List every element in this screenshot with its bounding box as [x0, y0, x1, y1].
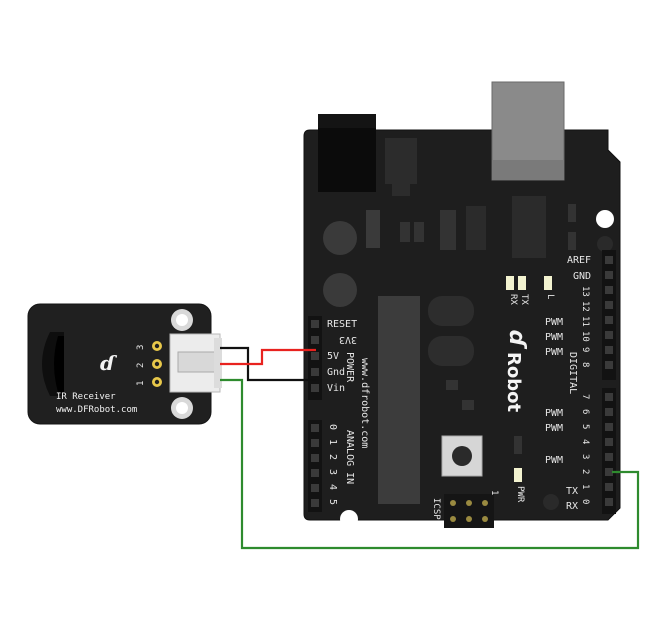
label-analog-5: 5 — [327, 499, 338, 505]
label-d1: 1 — [580, 484, 590, 489]
label-pwm-9: PWM — [545, 347, 563, 358]
label-pwm-11: PWM — [545, 317, 563, 328]
capacitor — [323, 221, 357, 255]
voltage-regulator — [385, 138, 417, 184]
label-gnd-digital: GND — [573, 271, 591, 282]
led-l — [544, 276, 552, 290]
label-pwm-5: PWM — [545, 423, 563, 434]
label-icsp-pin1: 1 — [489, 490, 499, 495]
arduino-board: RESET 3V3 5V Gnd Vin POWER ANALOG IN 0 1… — [303, 81, 621, 528]
label-d13: 13 — [580, 286, 590, 297]
label-analog-3: 3 — [327, 469, 338, 475]
ir-receiver-module: 3 2 1 ɗ IR Receiver www.DFRobot.com — [27, 303, 222, 425]
label-analog-2: 2 — [327, 454, 338, 460]
label-reset: RESET — [327, 319, 357, 330]
board-brand: Robot — [503, 352, 524, 412]
svg-text:ɗ: ɗ — [504, 330, 529, 350]
label-vin: Vin — [327, 383, 345, 394]
label-d11: 11 — [580, 316, 590, 327]
label-pwm-3: PWM — [545, 455, 563, 466]
icsp-header — [444, 494, 494, 528]
label-icsp: ICSP — [431, 498, 441, 520]
label-5v: 5V — [327, 351, 339, 362]
module-logo-icon: ɗ — [99, 351, 118, 375]
mounting-hole — [596, 210, 614, 228]
label-analog-1: 1 — [327, 439, 338, 445]
label-led-l: L — [545, 294, 555, 299]
power-header — [308, 316, 322, 400]
module-pin-1: 1 — [136, 381, 146, 386]
wire-5v — [220, 348, 316, 366]
label-analog-0: 0 — [327, 424, 338, 430]
label-d7: 7 — [580, 394, 590, 399]
label-power: POWER — [344, 352, 355, 383]
module-name: IR Receiver — [56, 392, 116, 402]
module-url: www.DFRobot.com — [56, 405, 137, 415]
label-digital: DIGITAL — [567, 352, 578, 394]
label-tx: TX — [566, 486, 578, 497]
board-url: www.dfrobot.com — [359, 358, 370, 448]
mounting-hole — [340, 510, 358, 528]
module-pin-2: 2 — [136, 363, 146, 368]
label-d9: 9 — [580, 347, 590, 352]
label-d3: 3 — [580, 454, 590, 459]
led-rx — [518, 276, 526, 290]
label-d0: 0 — [580, 499, 590, 504]
microcontroller-chip — [378, 296, 420, 504]
label-gnd: Gnd — [327, 367, 345, 378]
label-3v3: 3V3 — [339, 334, 357, 345]
label-pwm-6: PWM — [545, 408, 563, 419]
led-pwr — [514, 468, 522, 482]
label-led-tx: TX — [519, 294, 529, 305]
label-d12: 12 — [580, 301, 590, 312]
label-d5: 5 — [580, 424, 590, 429]
module-pin-3: 3 — [136, 345, 146, 350]
dfrobot-logo: ɗ Robot — [503, 330, 529, 412]
capacitor — [323, 273, 357, 307]
label-pwm-10: PWM — [545, 332, 563, 343]
label-d4: 4 — [580, 439, 590, 444]
led-tx — [506, 276, 514, 290]
digital-header-lower — [602, 388, 616, 514]
wires — [220, 346, 640, 550]
label-pwr: PWR — [515, 486, 525, 503]
digital-header-upper — [602, 250, 616, 380]
label-rx: RX — [566, 501, 578, 512]
label-d2: 2 — [580, 469, 590, 474]
label-d10: 10 — [580, 331, 590, 342]
label-led-rx: RX — [508, 294, 518, 305]
label-aref: AREF — [567, 255, 591, 266]
label-d6: 6 — [580, 409, 590, 414]
module-pins — [152, 341, 162, 387]
label-analog-4: 4 — [327, 484, 338, 490]
analog-header — [308, 420, 322, 512]
label-d8: 8 — [580, 362, 590, 367]
label-analog-in: ANALOG IN — [344, 430, 355, 484]
wire-signal — [220, 378, 640, 550]
